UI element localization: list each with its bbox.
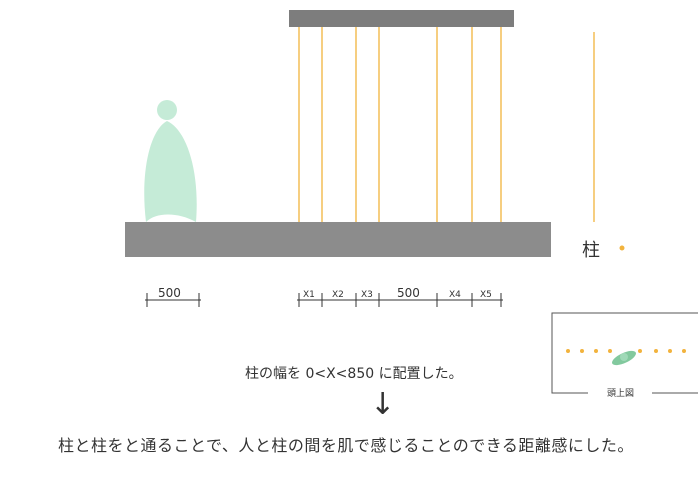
- dim-x5: X5: [480, 290, 492, 300]
- dimension-lines: [145, 293, 503, 307]
- floor-slab: [125, 222, 551, 257]
- topview-dots: [566, 349, 686, 353]
- person-silhouette: [144, 100, 197, 222]
- dim-x1: X1: [303, 290, 315, 300]
- topview-box: [551, 312, 698, 394]
- topview-frame: [551, 312, 698, 394]
- conclusion-text: 柱と柱をと通ることで、人と柱の間を肌で感じることのできる距離感にした。: [58, 436, 634, 455]
- person-body: [144, 121, 197, 222]
- dim-x4: X4: [449, 290, 461, 300]
- legend-dot: [619, 245, 625, 251]
- topview-person-icon: [612, 350, 636, 366]
- legend-label: 柱: [582, 240, 600, 261]
- dim-gap: 500: [397, 286, 420, 300]
- topview-caption: 頭上図: [603, 386, 639, 399]
- dim-person-width: 500: [158, 286, 181, 300]
- columns: [298, 27, 595, 222]
- dim-x2: X2: [332, 290, 344, 300]
- rule-text: 柱の幅を 0<X<850 に配置した。: [245, 366, 463, 382]
- ceiling-slab: [289, 10, 514, 27]
- person-head: [157, 100, 177, 120]
- down-arrow: ↓: [370, 387, 396, 422]
- dim-x3: X3: [361, 290, 373, 300]
